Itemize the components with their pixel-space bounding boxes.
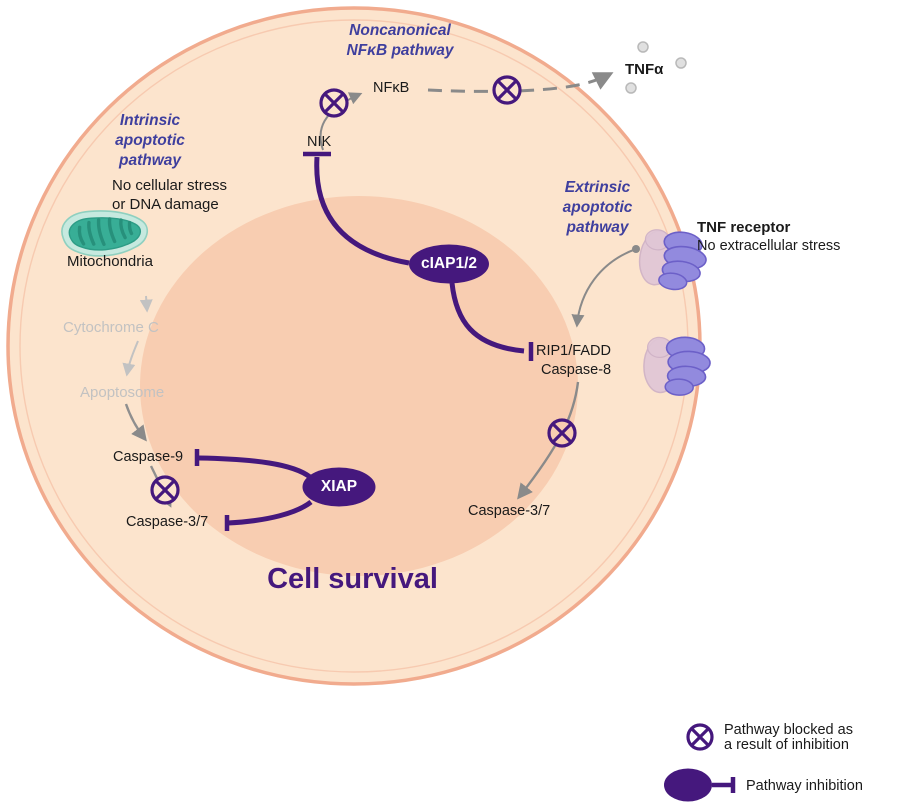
extrinsic-pathway-title: Extrinsic apoptotic pathway	[550, 178, 645, 238]
rip1-fadd-label: RIP1/FADD	[536, 343, 611, 359]
blocked-icon-nik-nfkb	[319, 88, 349, 118]
tnf-receptor-icon-lower	[642, 335, 712, 397]
tnfa-dots	[625, 41, 687, 94]
mitochondria-label: Mitochondria	[67, 253, 153, 270]
intrinsic-title-line2: apoptotic	[115, 132, 185, 149]
intrinsic-title-line3: pathway	[118, 152, 181, 169]
legend-blocked-text-line1: Pathway blocked as	[724, 722, 853, 738]
legend-blocked-icon	[686, 723, 714, 751]
inhibition-xiap-to-caspase9	[194, 449, 312, 480]
nucleus	[140, 196, 578, 576]
intrinsic-title-line1: Intrinsic	[119, 112, 181, 129]
noncanonical-title-line1: Noncanonical	[349, 22, 451, 39]
ciap12-oval	[409, 244, 489, 284]
no-cellular-stress-line1: No cellular stress	[112, 177, 228, 194]
arrow-nfkb-to-tnfa-dashed	[427, 72, 614, 93]
arrow-mitochondria-to-cytochrome	[139, 295, 153, 313]
arrow-apoptosome-to-caspase9	[124, 403, 147, 442]
inhibition-ciap-to-rip1	[449, 282, 534, 361]
noncanonical-title-line2: NFκB pathway	[346, 42, 454, 59]
ciap12-label: cIAP1/2	[420, 255, 477, 272]
arrow-cytochrome-to-apoptosome	[122, 340, 139, 377]
legend-inhibition-icon	[664, 768, 736, 802]
arrow-nik-to-nfkb	[319, 92, 363, 151]
legend-blocked-text-line2: a result of inhibition	[724, 737, 849, 753]
apoptosome-label: Apoptosome	[80, 384, 165, 401]
blocked-icon-caspase8-37	[547, 418, 577, 448]
legend-inhibition-text: Pathway inhibition	[746, 778, 863, 794]
extrinsic-title-line2: apoptotic	[562, 199, 633, 216]
caspase9-label: Caspase-9	[113, 449, 184, 465]
extrinsic-title-line1: Extrinsic	[564, 179, 631, 196]
caspase37-right-label: Caspase-3/7	[468, 503, 551, 519]
extrinsic-title-line3: pathway	[566, 219, 629, 236]
noncanonical-pathway-title: Noncanonical NFκB pathway	[325, 21, 475, 61]
no-cellular-stress-label: No cellular stress or DNA damage	[112, 176, 257, 214]
mitochondria-icon	[61, 210, 149, 257]
xiap-label: XIAP	[320, 478, 358, 495]
inhibition-xiap-to-caspase37	[224, 499, 313, 531]
caspase8-label: Caspase-8	[541, 362, 612, 378]
caspase37-left-label: Caspase-3/7	[126, 514, 209, 530]
intrinsic-pathway-title: Intrinsic apoptotic pathway	[95, 111, 205, 171]
blocked-icon-caspase9-37	[150, 475, 180, 505]
arrow-receptor-to-rip1	[571, 248, 637, 328]
nfkb-label: NFκB	[373, 80, 410, 96]
cytochrome-c-label: Cytochrome C	[63, 319, 159, 336]
blocked-icon-nfkb-tnfa	[492, 75, 522, 105]
no-extracellular-stress-label: No extracellular stress	[697, 238, 841, 254]
cell-survival-label: Cell survival	[267, 563, 438, 595]
xiap-oval	[302, 467, 376, 507]
no-cellular-stress-line2: or DNA damage	[112, 196, 219, 213]
nik-label: NIK	[307, 134, 332, 150]
tnf-receptor-label: TNF receptor	[697, 219, 791, 236]
tnfa-label: TNFα	[625, 61, 664, 78]
inhibition-ciap-to-nik	[303, 151, 410, 266]
